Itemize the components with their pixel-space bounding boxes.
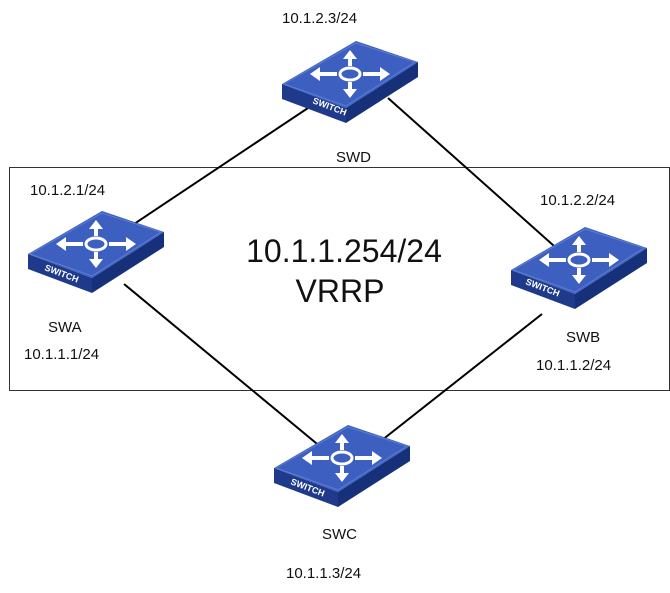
switch-icon-swc: SWITCH <box>272 423 412 509</box>
swc-ip-label: 10.1.1.3/24 <box>286 565 362 582</box>
swb-ip-lower-label: 10.1.1.2/24 <box>536 357 612 374</box>
swa-name-label: SWA <box>48 319 82 336</box>
swa-ip-lower-label: 10.1.1.1/24 <box>24 346 100 363</box>
swd-name-label: SWD <box>336 149 371 166</box>
link-swd-swa <box>121 103 315 233</box>
switch-icon-swb: SWITCH <box>509 225 649 311</box>
vrrp-protocol-label: VRRP <box>295 273 385 309</box>
link-swd-swb <box>387 97 573 263</box>
swb-ip-upper-label: 10.1.2.2/24 <box>540 192 616 209</box>
swa-ip-upper-label: 10.1.2.1/24 <box>30 182 106 199</box>
link-swa-swc <box>123 283 323 449</box>
swb-name-label: SWB <box>566 329 601 346</box>
swd-ip-label: 10.1.2.3/24 <box>282 10 358 27</box>
switch-icon-swa: SWITCH <box>26 209 166 295</box>
link-swb-swc <box>371 313 543 449</box>
vrrp-virtual-ip: 10.1.1.254/24 <box>246 233 442 269</box>
swc-name-label: SWC <box>322 526 357 543</box>
switch-icon-swd: SWITCH <box>280 39 420 125</box>
